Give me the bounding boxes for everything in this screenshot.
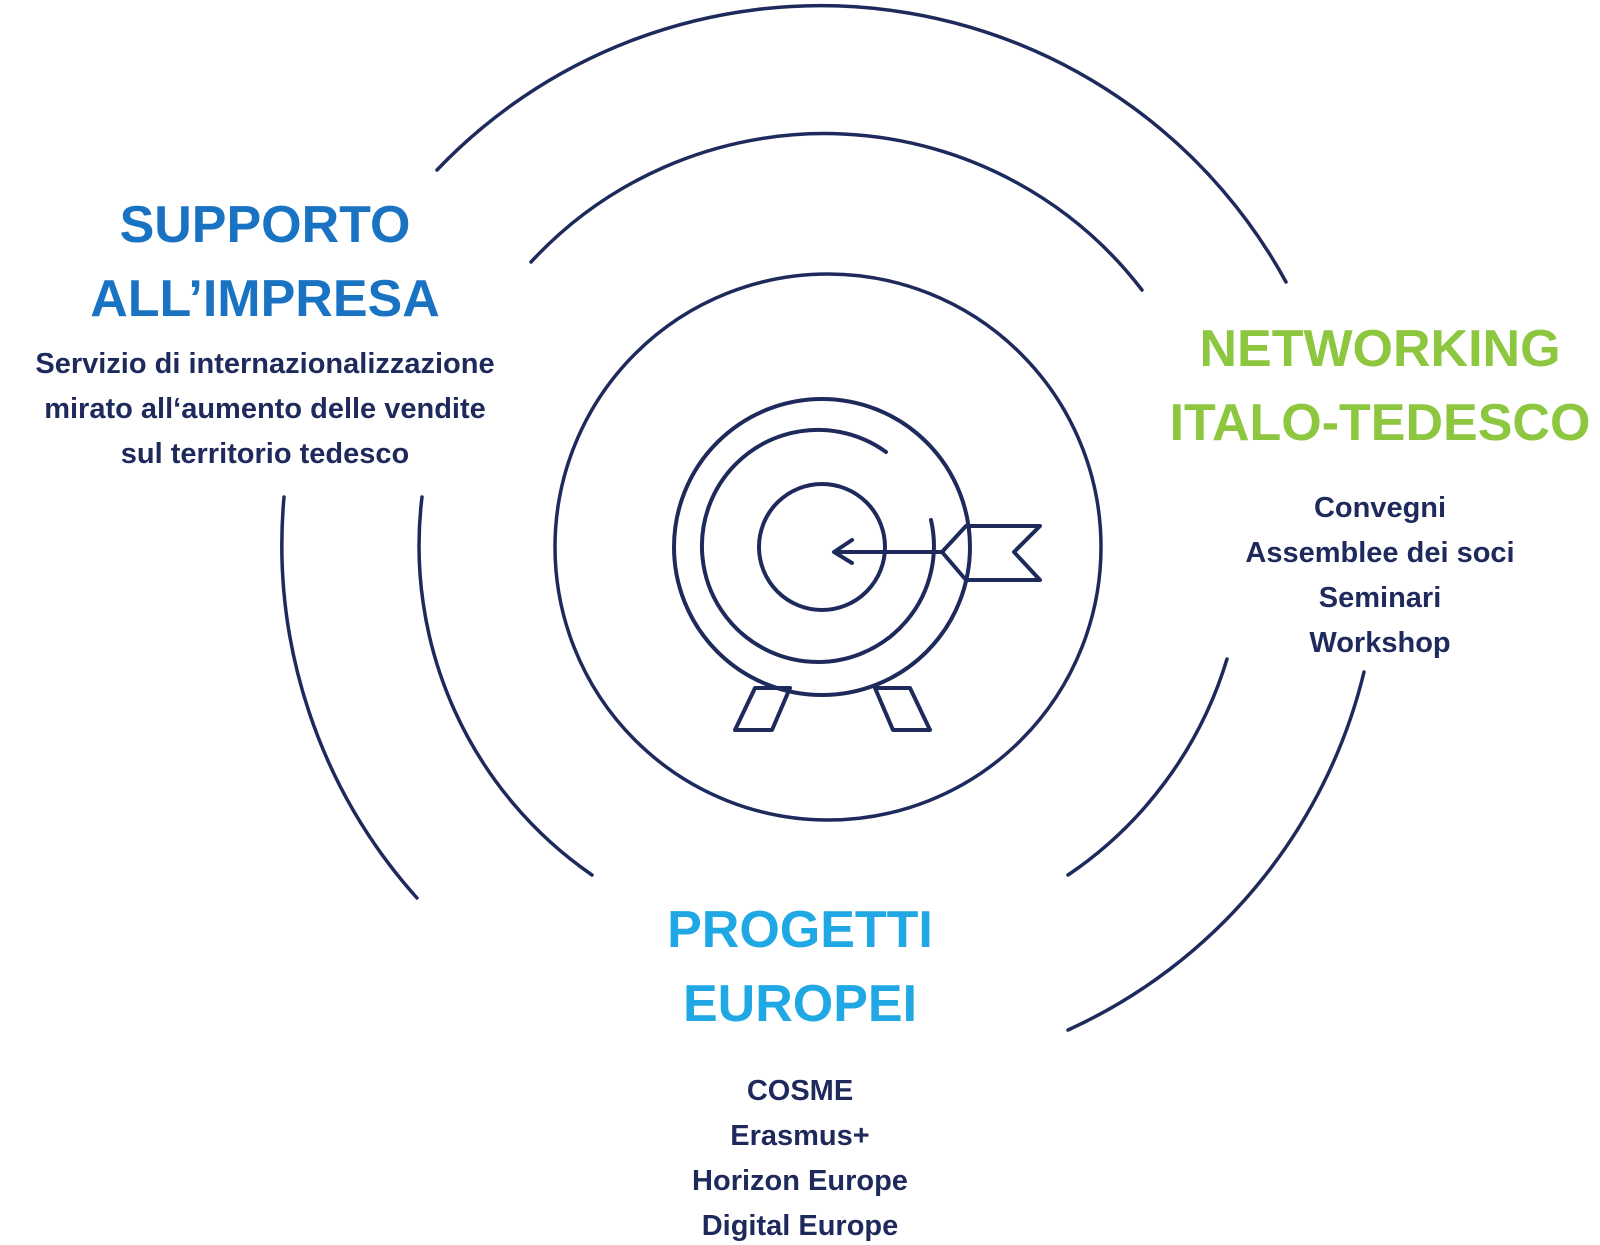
supporto-title-line2: ALL’IMPRESA <box>90 270 440 328</box>
list-item: COSME <box>746 1075 854 1107</box>
progetti-title-line1: PROGETTI <box>667 901 933 959</box>
list-item: Convegni <box>1313 492 1447 524</box>
supporto-section: SUPPORTO ALL’IMPRESA Servizio di interna… <box>0 188 530 477</box>
networking-section: NETWORKING ITALO-TEDESCO Convegni Assemb… <box>1160 312 1600 666</box>
middle-ring-right-arc <box>1066 657 1229 877</box>
networking-title: NETWORKING ITALO-TEDESCO <box>1160 312 1600 460</box>
list-item: Erasmus+ <box>730 1120 870 1152</box>
list-item: Assemblee dei soci <box>1245 537 1515 569</box>
middle-ring-top-arc <box>529 131 1144 292</box>
networking-title-line2: ITALO-TEDESCO <box>1169 394 1591 452</box>
supporto-description: Servizio di internazionalizzazione mirat… <box>0 342 530 477</box>
target-arrow-icon <box>672 397 1042 732</box>
networking-list: Convegni Assemblee dei soci Seminari Wor… <box>1160 486 1600 666</box>
supporto-desc-line2: mirato all‘aumento delle vendite <box>44 393 486 425</box>
outer-ring-right-arc <box>1066 670 1366 1032</box>
middle-ring-left-arc <box>417 495 594 877</box>
supporto-desc-line3: sul territorio tedesco <box>120 438 410 470</box>
supporto-desc-line1: Servizio di internazionalizzazione <box>35 348 495 380</box>
list-item: Seminari <box>1318 582 1442 614</box>
outer-ring-top-arc <box>435 3 1288 284</box>
inner-ring <box>553 272 1103 822</box>
outer-ring-left-arc <box>280 495 419 900</box>
progetti-section: PROGETTI EUROPEI COSME Erasmus+ Horizon … <box>560 893 1040 1245</box>
progetti-title: PROGETTI EUROPEI <box>560 893 1040 1041</box>
list-item: Digital Europe <box>701 1210 899 1242</box>
supporto-title-line1: SUPPORTO <box>119 196 411 254</box>
supporto-title: SUPPORTO ALL’IMPRESA <box>0 188 530 336</box>
progetti-list: COSME Erasmus+ Horizon Europe Digital Eu… <box>560 1069 1040 1245</box>
list-item: Horizon Europe <box>692 1165 908 1197</box>
networking-title-line1: NETWORKING <box>1199 320 1561 378</box>
list-item: Workshop <box>1309 627 1451 659</box>
progetti-title-line2: EUROPEI <box>682 975 918 1033</box>
